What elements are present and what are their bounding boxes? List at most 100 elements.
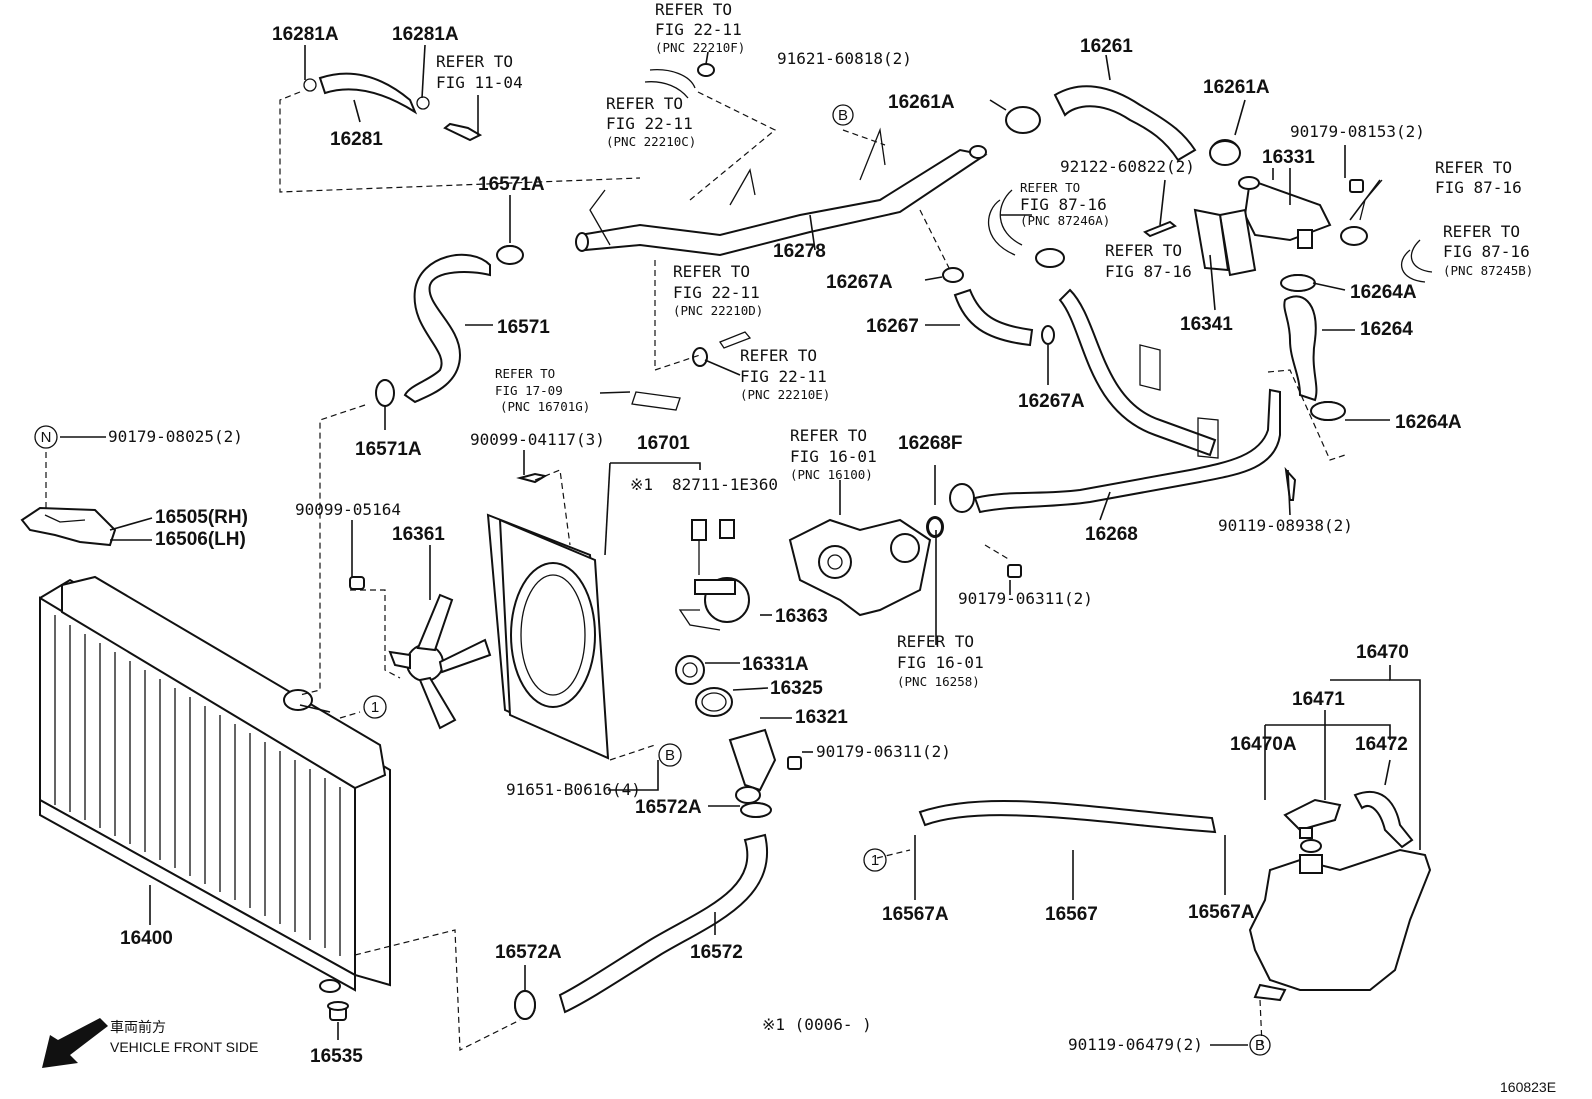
refer-16100-pnc: (PNC 16100) [790,467,873,482]
refer-16258-label: REFER TO [897,632,974,651]
refer-16701G-fig: FIG 17-09 [495,383,563,398]
part-16470A: 16470A [1230,734,1297,755]
water-outlet-16331 [1218,176,1332,277]
hose-16267 [953,288,1034,347]
refer-22210C-fig: FIG 22-11 [606,114,693,133]
refer-16100-label: REFER TO [790,426,867,445]
reserve-tank-hose-16472 [1353,790,1414,849]
part-16571A-2: 16571A [355,439,422,460]
bolt-90119-08938: 90119-08938(2) [1218,516,1353,535]
part-16505: 16505(RH) [155,507,248,528]
bolt-91651-B0616: 91651-B0616(4) [506,780,641,799]
drain-cock-16535 [327,1001,349,1021]
refer-1104-label: REFER TO [436,52,513,71]
water-pump-body [788,516,944,617]
refer-8716-b-label: REFER TO [1105,241,1182,260]
part-16268F: 16268F [898,433,962,454]
refer-22210E-pnc: (PNC 22210E) [740,387,830,402]
callout-b-1: B [838,107,848,124]
hoses-other-figs [631,69,1433,411]
refer-87246A-fig: FIG 87-16 [1020,195,1107,214]
refer-22210D-fig: FIG 22-11 [673,283,760,302]
note-mark-1: ※1 [630,475,653,494]
part-16264: 16264 [1360,319,1413,340]
part-16535: 16535 [310,1046,363,1067]
water-inlet-housing-16321 [728,728,777,804]
part-16261: 16261 [1080,36,1133,57]
refer-1104-fig: FIG 11-04 [436,73,523,92]
refer-8716-b-fig: FIG 87-16 [1105,262,1192,281]
clamps [375,63,1368,1020]
bolt-90099-05164: 90099-05164 [295,500,401,519]
part-16506: 16506(LH) [155,529,246,550]
refer-87246A-label: REFER TO [1020,180,1080,195]
refer-22210C-label: REFER TO [606,94,683,113]
thermostat-16331A [675,655,705,685]
bolt-90099-04117: 90099-04117(3) [470,430,605,449]
radiator-16400 [39,575,391,993]
part-16325: 16325 [770,678,823,699]
refer-16258-pnc: (PNC 16258) [897,674,980,689]
front-label-en: VEHICLE FRONT SIDE [110,1039,258,1055]
part-16321: 16321 [795,707,848,728]
part-16571: 16571 [497,317,550,338]
fan-motor-16363 [678,519,750,631]
hose-16264 [1281,274,1345,421]
part-16567: 16567 [1045,904,1098,925]
part-16363: 16363 [775,606,828,627]
callout-1-b: 1 [871,852,879,869]
part-16567A-2: 16567A [1188,902,1255,923]
part-16571A-1: 16571A [478,174,545,195]
part-16472: 16472 [1355,734,1408,755]
refer-8716-a-label: REFER TO [1435,158,1512,177]
refer-87246A-pnc: (PNC 87246A) [1020,213,1110,228]
part-16567A-1: 16567A [882,904,949,925]
dashed-leaders [45,91,1346,1051]
part-82711-1E360: 82711-1E360 [672,475,778,494]
part-16572A-1: 16572A [635,797,702,818]
part-16281: 16281 [330,129,383,150]
part-16281A-2: 16281A [392,24,459,45]
refer-87245B-pnc: (PNC 87245B) [1443,263,1533,278]
reserve-tank-cap-16471 [1283,798,1342,839]
callout-circles [34,104,1271,1056]
bolt-90119-06479: 90119-06479(2) [1068,1035,1203,1054]
bolt-91621-60818: 91621-60818(2) [777,49,912,68]
part-16267: 16267 [866,316,919,337]
part-16331A: 16331A [742,654,809,675]
part-16341: 16341 [1180,314,1233,335]
reserve-hose-16567 [918,799,1217,834]
refer-22210F-label: REFER TO [655,0,732,19]
refer-22210E-fig: FIG 22-11 [740,367,827,386]
fan-blade-16361 [388,593,492,730]
refer-22210E-label: REFER TO [740,346,817,365]
part-16572: 16572 [690,942,743,963]
callout-1-a: 1 [371,699,379,716]
bolt-90179-06311-a: 90179-06311(2) [958,589,1093,608]
front-label-jp: 車両前方 [110,1019,166,1035]
water-bypass-hose-16281 [303,72,430,115]
part-16278: 16278 [773,241,826,262]
refer-22210D-pnc: (PNC 22210D) [673,303,763,318]
front-arrow-icon [42,1018,108,1068]
refer-16100-fig: FIG 16-01 [790,447,877,466]
radiator-outlet-hose-16572 [514,802,771,1020]
bolt-92122-60822: 92122-60822(2) [1060,157,1195,176]
radiator-support-16505-16506 [20,506,117,547]
part-16267A-2: 16267A [1018,391,1085,412]
gasket-16341 [1193,208,1230,272]
fan-shroud-16711 [486,513,610,760]
part-16471: 16471 [1292,689,1345,710]
water-pipe-16278 [575,127,988,257]
refer-16258-fig: FIG 16-01 [897,653,984,672]
refer-16701G-label: REFER TO [495,366,555,381]
part-16701: 16701 [637,433,690,454]
part-16400: 16400 [120,928,173,949]
refer-16701G-pnc: (PNC 16701G) [500,399,590,414]
bolt-90179-06311-b: 90179-06311(2) [816,742,951,761]
refer-22210C-pnc: (PNC 22210C) [606,134,696,149]
refer-87245B-label: REFER TO [1443,222,1520,241]
refer-22210F-fig: FIG 22-11 [655,20,742,39]
